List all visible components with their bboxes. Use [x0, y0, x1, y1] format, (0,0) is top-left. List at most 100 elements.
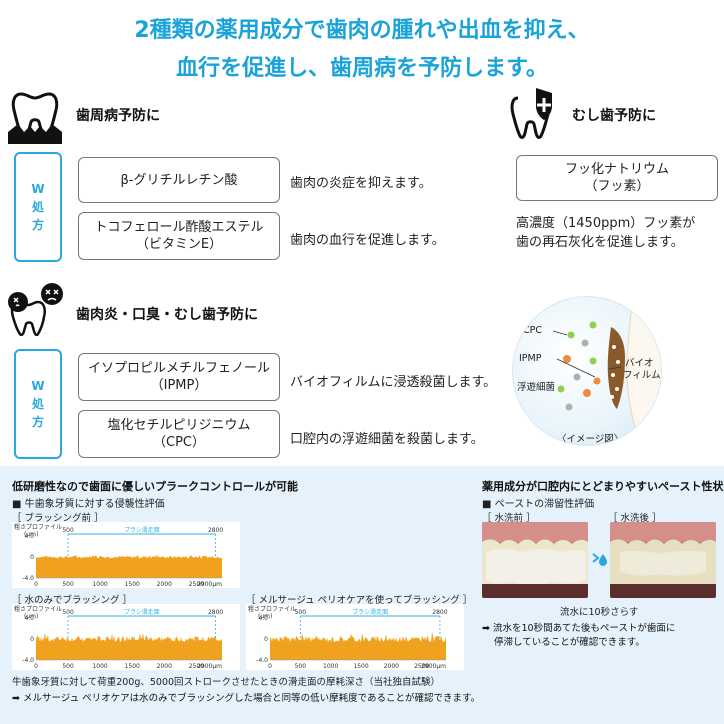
x-tick-label: 1000 [92, 663, 107, 670]
y-tick-label: 4.0 [24, 533, 34, 540]
range-end-label: 2800 [432, 609, 447, 616]
x-tick-label: 0 [34, 581, 38, 588]
ingredient-name: イソプロピルメチルフェノール [87, 361, 270, 376]
w-label-1: 処 [31, 397, 44, 411]
y-tick-label: 4.0 [24, 615, 34, 622]
x-tick-label: 2900μm [197, 581, 222, 588]
x-tick-label: 2000 [157, 581, 172, 588]
label-cpc: CPC [523, 325, 542, 336]
y-tick-label: -4.0 [256, 657, 268, 664]
ingredient-description: バイオフィルムに浸透殺菌します。 [290, 375, 497, 390]
headline-line2: 血行を促進し、歯周病を予防します。 [176, 56, 548, 81]
bacteria-tooth-icon [4, 280, 68, 340]
ingredient-box: イソプロピルメチルフェノール （IPMP） [78, 353, 280, 401]
ingredient-name: 塩化セチルピリジニウム [107, 418, 251, 433]
w-label-2: 方 [31, 218, 44, 232]
ingredient-name-sub: （IPMP） [150, 378, 208, 393]
tooth-gum-icon [6, 88, 64, 150]
x-tick-label: 1000 [92, 581, 107, 588]
retention-conclusion-1: ➡ 流水を10秒間あてた後もペーストが歯面に [482, 623, 676, 634]
profile-area [270, 631, 446, 660]
abrasion-conclusion: ➡ メルサージュ ペリオケアは水のみでブラッシングした場合と同等の低い摩耗度であ… [12, 693, 481, 704]
image-caption: 〈イメージ図〉 [557, 434, 624, 445]
x-tick-label: 2500 [414, 663, 429, 670]
x-tick-label: 1500 [353, 663, 368, 670]
fluoride-name-sub: （フッ素） [584, 179, 650, 194]
label-biofilm-1: バイオ [625, 358, 654, 369]
fluoride-name: フッ化ナトリウム [564, 162, 669, 177]
axis-unit: (μm) [258, 613, 272, 620]
retention-title: 薬用成分が口腔内にとどまりやすいペースト性状 [482, 480, 724, 493]
fluoride-desc-2: 歯の再石灰化を促進します。 [516, 235, 684, 250]
y-tick-label: -4.0 [22, 657, 34, 664]
axis-label: 粗さプロファイル [14, 605, 62, 613]
section-periodontal-title: 歯周病予防に [76, 108, 160, 124]
ingredient-description: 口腔内の浮遊細菌を殺菌します。 [290, 432, 484, 447]
abrasion-subtitle: ■ 牛歯象牙質に対する侵襲性評価 [12, 499, 165, 510]
range-label: ブラシ滑走面 [352, 608, 388, 616]
label-ipmp: IPMP [519, 353, 542, 364]
section-gingivitis-title: 歯肉炎・口臭・むし歯予防に [76, 307, 258, 323]
y-tick-label: 0 [264, 636, 268, 643]
ingredient-box: トコフェロール酢酸エステル （ビタミンE） [78, 212, 280, 260]
range-end-label: 2800 [208, 609, 223, 616]
label-floating: 浮遊細菌 [517, 382, 556, 393]
fluoride-desc-1: 高濃度（1450ppm）フッ素が [516, 216, 696, 231]
x-tick-label: 2500 [189, 581, 204, 588]
x-tick-label: 500 [62, 581, 74, 588]
water-drop-icon [590, 550, 608, 572]
x-tick-label: 2000 [157, 663, 172, 670]
range-label: ブラシ滑走面 [124, 526, 160, 534]
ingredient-description: 歯肉の血行を促進します。 [290, 233, 445, 248]
x-tick-label: 1500 [125, 581, 140, 588]
headline-line1: 2種類の薬用成分で歯肉の腫れや出血を抑え、 [134, 18, 590, 43]
w-label-2: 方 [31, 415, 44, 429]
range-label: ブラシ滑走面 [124, 608, 160, 616]
ingredient-name-sub: （CPC） [153, 435, 205, 450]
y-tick-label: 0 [30, 636, 34, 643]
ingredient-name-sub: （ビタミンE） [135, 237, 223, 252]
tag-water-only: ［ 水のみでブラッシング ］ [12, 595, 133, 606]
y-tick-label: -4.0 [22, 575, 34, 582]
retention-subtitle: ■ ペーストの滞留性評価 [482, 499, 595, 510]
tag-before-rinse: ［ 水洗前 ］ [482, 513, 536, 524]
tag-before-brushing: ［ ブラッシング前 ］ [12, 513, 104, 524]
w-label-1: 処 [31, 200, 44, 214]
w-prescription-badge-2: W 処 方 [14, 349, 62, 459]
ingredient-box: 塩化セチルピリジニウム （CPC） [78, 410, 280, 458]
axis-unit: (μm) [24, 531, 38, 538]
x-tick-label: 1500 [125, 663, 140, 670]
w-label-w: W [31, 182, 45, 196]
axis-label: 粗さプロファイル [14, 523, 62, 531]
retention-conclusion-2: 停滞していることが確認できます。 [494, 637, 645, 648]
ingredient-name: β-グリチルレチン酸 [120, 172, 238, 188]
x-tick-label: 2000 [384, 663, 399, 670]
tag-after-rinse: ［ 水洗後 ］ [608, 513, 662, 524]
abrasion-title: 低研磨性なので歯面に優しいプラークコントロールが可能 [12, 480, 298, 493]
y-tick-label: 0 [30, 554, 34, 561]
tooth-shield-icon [508, 84, 560, 144]
axis-unit: (μm) [24, 613, 38, 620]
ingredient-name: トコフェロール酢酸エステル [94, 220, 264, 235]
x-tick-label: 0 [34, 663, 38, 670]
rinse-caption: 流水に10秒さらす [560, 607, 639, 618]
teeth-photo-before [482, 522, 588, 598]
x-tick-label: 0 [268, 663, 272, 670]
x-tick-label: 2900μm [421, 663, 446, 670]
label-biofilm-2: フィルム [623, 370, 661, 381]
profile-area [36, 632, 222, 660]
w-label-w: W [31, 379, 45, 393]
range-end-label: 2800 [208, 527, 223, 534]
w-prescription-badge-1: W 処 方 [14, 152, 62, 262]
abrasion-note: 牛歯象牙質に対して荷重200g、5000回ストロークさせたときの滑走面の摩耗深さ… [12, 677, 441, 688]
x-tick-label: 500 [62, 663, 74, 670]
range-start-label: 500 [62, 609, 74, 616]
ingredient-box: β-グリチルレチン酸 [78, 157, 280, 203]
section-caries-title: むし歯予防に [572, 108, 656, 124]
evaluation-panel: 低研磨性なので歯面に優しいプラークコントロールが可能 ■ 牛歯象牙質に対する侵襲… [0, 466, 724, 724]
x-tick-label: 2900μm [197, 663, 222, 670]
x-tick-label: 500 [295, 663, 307, 670]
